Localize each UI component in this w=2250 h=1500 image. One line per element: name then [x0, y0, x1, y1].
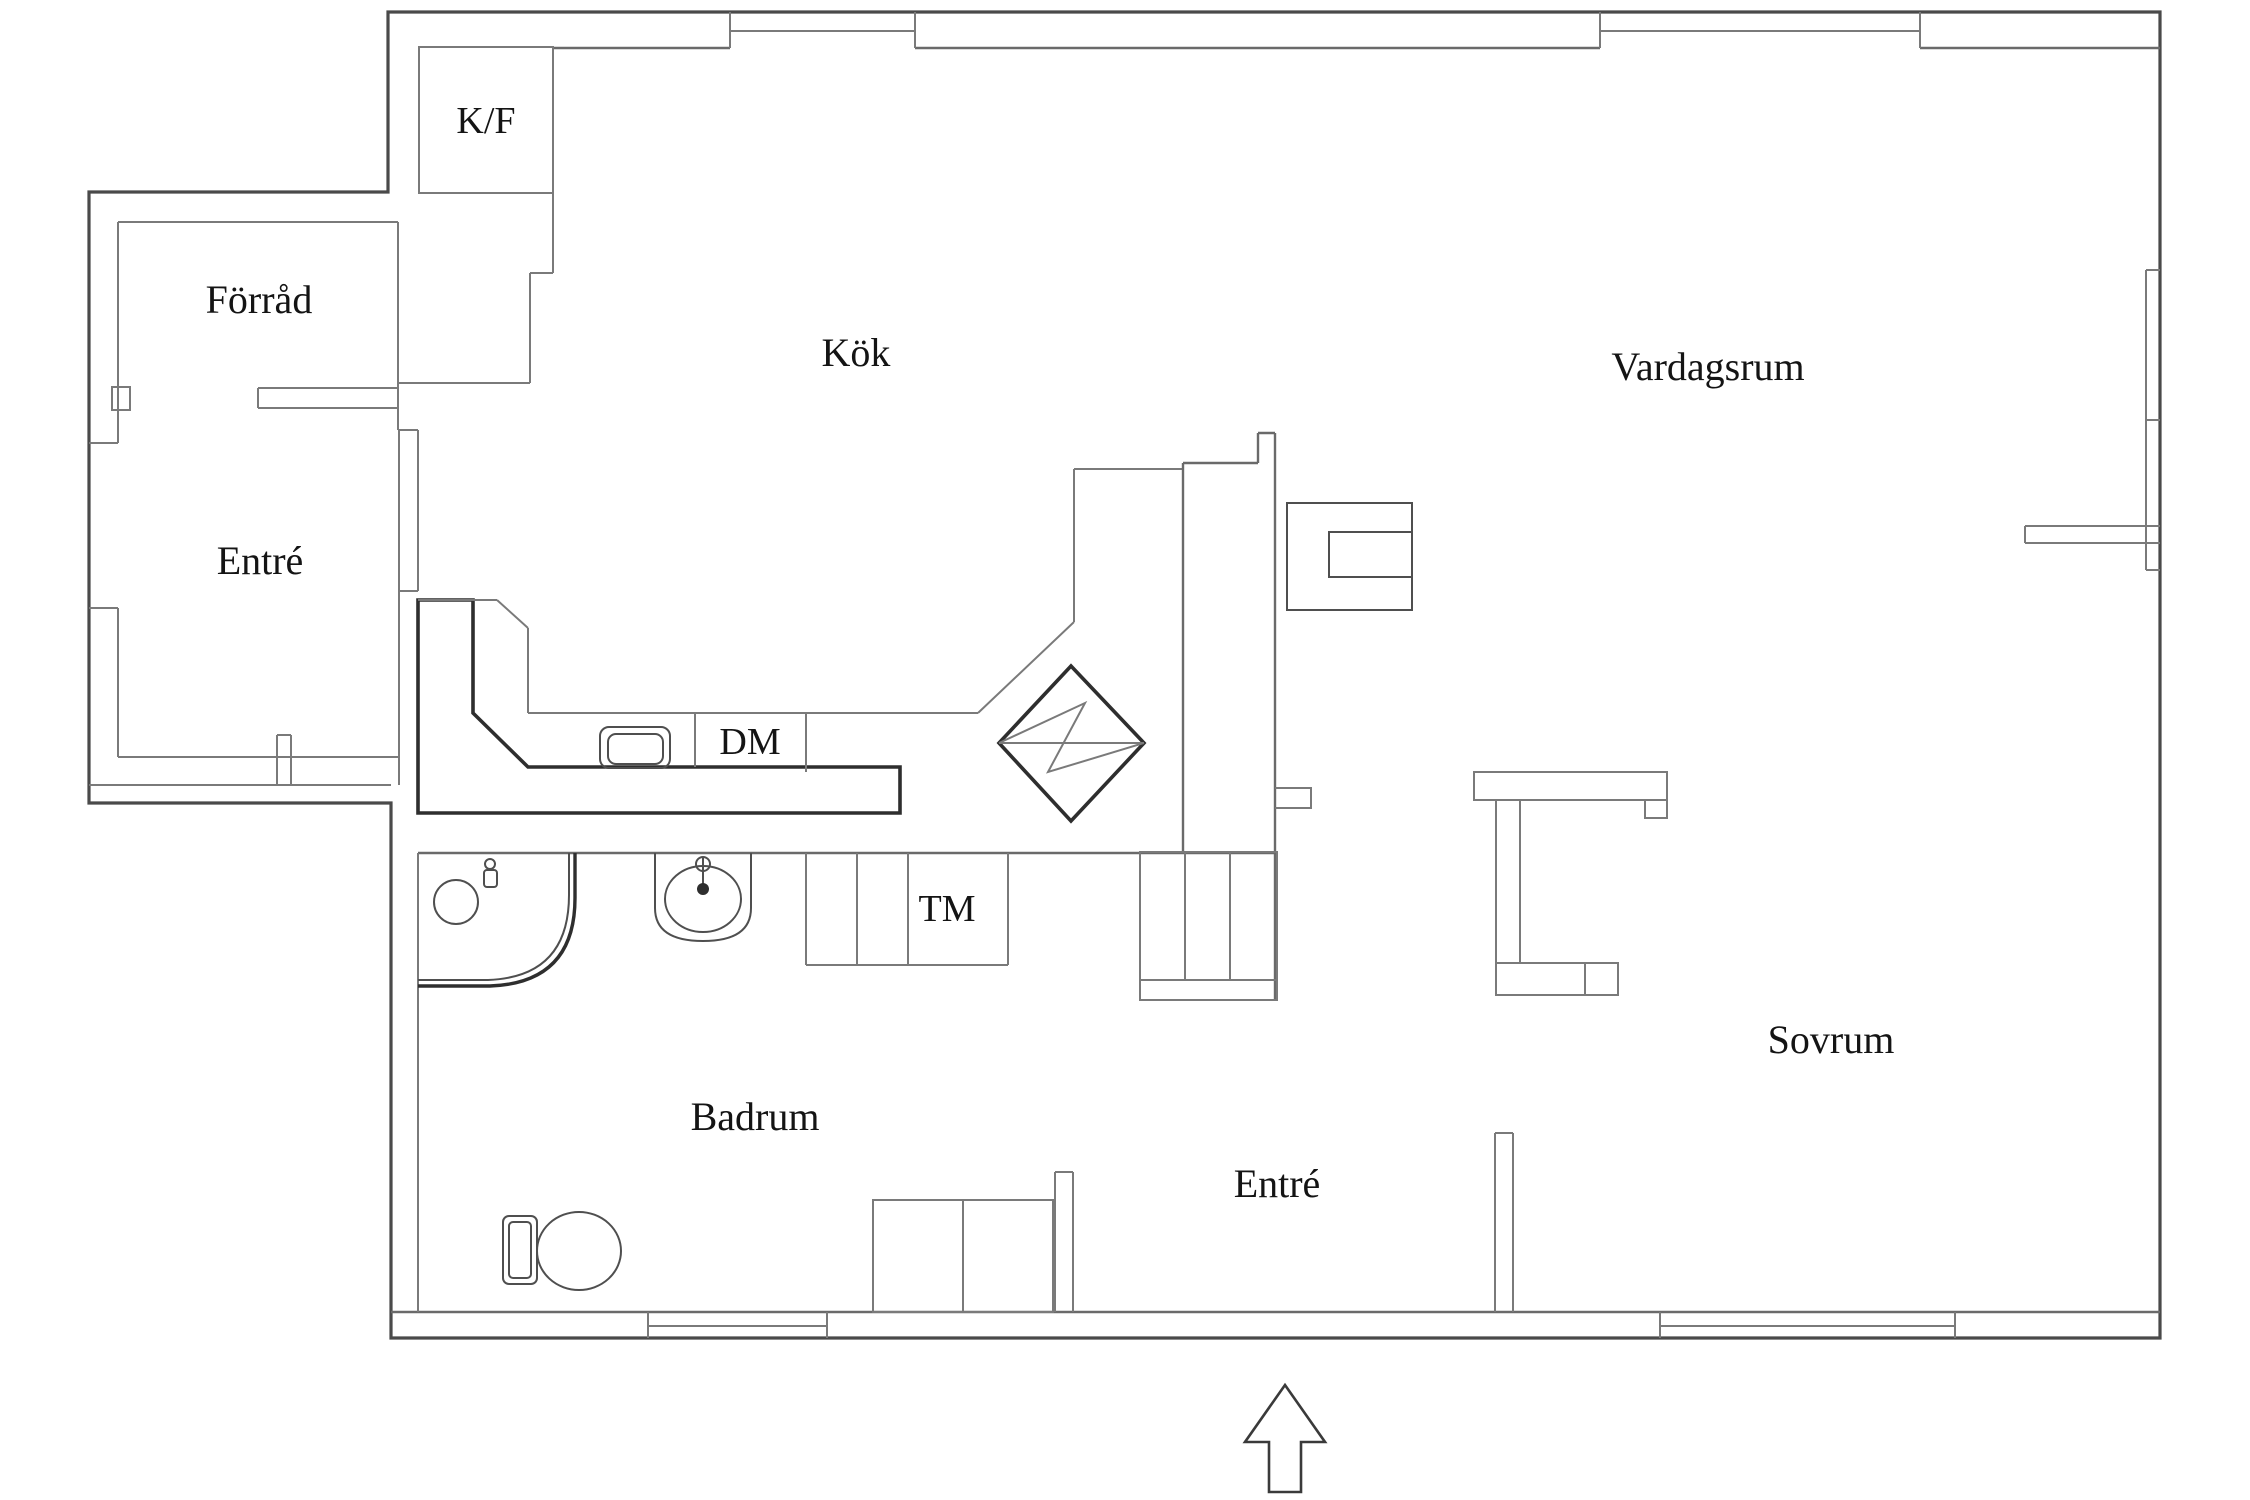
outer-wall — [87, 10, 2162, 1340]
toilet-icon — [502, 1211, 622, 1291]
washer-closet-row — [805, 853, 1009, 966]
bath-sink-icon — [654, 853, 752, 943]
appliance-label-tm: TM — [919, 888, 976, 930]
kok-vardagsrum-wall — [1181, 431, 1277, 1000]
wardrobe-icon-hall — [1139, 851, 1278, 1001]
entrance-arrow-icon — [1242, 1382, 1328, 1494]
room-label-badrum: Badrum — [691, 1094, 820, 1139]
fireplace-icon — [1286, 502, 1413, 611]
entre-upper-walls — [89, 607, 399, 786]
window-icon-top-right — [1599, 12, 1921, 48]
sovrum-north-wall-stub — [2024, 525, 2160, 544]
room-label-vardagsrum: Vardagsrum — [1611, 344, 1804, 389]
forrad-walls — [89, 221, 418, 444]
fridge-freezer-box — [418, 46, 554, 194]
kitchen-sink-icon — [599, 726, 671, 769]
kitchen-counter-back-edge — [418, 599, 1075, 714]
entre-door-jamb — [276, 734, 292, 785]
window-icon-top-left — [729, 12, 916, 48]
sovrum-west-wall — [1494, 1132, 1514, 1312]
corridor-wall-stub — [1054, 1171, 1074, 1312]
window-icon-bottom-left — [647, 1312, 828, 1338]
appliance-label-kf: K/F — [456, 100, 515, 142]
door-jamb-foot — [1275, 787, 1312, 809]
dishwasher-compartment — [694, 713, 807, 772]
room-label-sovrum: Sovrum — [1768, 1017, 1895, 1062]
room-label-kok: Kök — [822, 330, 891, 375]
wardrobe-icon-bottom — [872, 1199, 1054, 1313]
room-label-entre-upper: Entré — [217, 538, 304, 583]
kitchen-west-walls — [398, 193, 554, 785]
appliance-label-dm: DM — [719, 721, 780, 763]
window-icon-right-wall — [2145, 269, 2160, 571]
kitchen-counter — [416, 598, 902, 815]
shower-icon — [418, 853, 577, 988]
door-jamb-notch — [111, 386, 131, 411]
window-icon-bottom-right — [1659, 1312, 1956, 1338]
sovrum-closet-walls — [1473, 771, 1668, 996]
room-label-entre-lower: Entré — [1234, 1161, 1321, 1206]
peninsula-wall — [1073, 468, 1183, 622]
stove-icon — [996, 663, 1147, 824]
room-label-forrad: Förråd — [206, 277, 313, 322]
